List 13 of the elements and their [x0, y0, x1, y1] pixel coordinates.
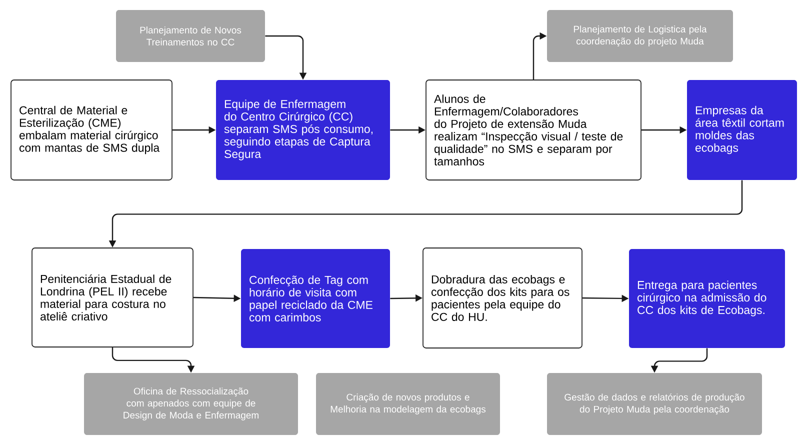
process-box: Alunos de Enfermagem/Colaboradores do Projeto de extensão Muda realizam “Inspecção visual / teste de qualidade” no SMS e separam por tamanhos: [426, 80, 642, 180]
process-box: Equipe de Enfermagem do Centro Cirúrgico (CC) separam SMS pós consumo, seguindo etapas de Captura Segura: [216, 80, 390, 180]
note-box: Gestão de dados e relatórios de produção do Projeto Muda pela coordenação: [547, 373, 762, 435]
process-box: Central de Material e Esterilização (CME) embalam material cirúrgico com mantas de SMS dupla: [10, 80, 172, 180]
note-box: Criação de novos produtos e Melhoria na modelagem da ecobags: [316, 373, 500, 435]
process-box: Dobradura das ecobags e confecção dos kits para os pacientes pela equipe do CC do HU.: [422, 248, 582, 348]
note-box: Planejamento de Novos Treinamentos no CC: [116, 10, 265, 62]
process-box: Confecção de Tag com horário de visita com papel reciclado da CME com carimbos: [241, 249, 390, 348]
process-box: Penitenciária Estadual de Londrina (PEL II) recebe material para costura no ateliê criativo: [32, 248, 194, 348]
process-box: Empresas da área têxtil cortam moldes das ecobags: [687, 80, 797, 180]
process-box: Entrega para pacientes cirúrgico na admissão do CC dos kits de Ecobags.: [629, 249, 785, 348]
note-box: Oficina de Ressocialização com apenados com equipe de Design de Moda e Enfermagem: [84, 373, 298, 435]
note-box: Planejamento de Logistica pela coordenação do projeto Muda: [547, 10, 733, 62]
